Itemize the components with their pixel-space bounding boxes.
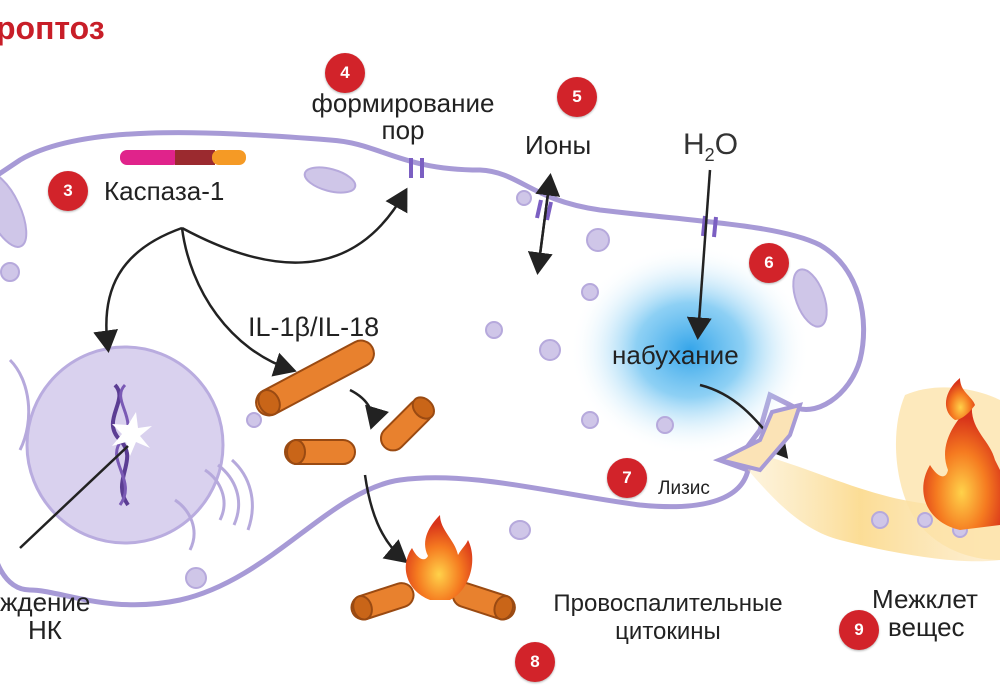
step-badge-6: 6 xyxy=(749,243,789,283)
cytokines xyxy=(255,339,516,621)
rupture-edge xyxy=(714,402,804,473)
ions-arrow-up xyxy=(535,173,561,271)
step-badge-4: 4 xyxy=(325,53,365,93)
cytokines-line1: Провоспалительные xyxy=(553,590,783,617)
extracellular-matter-line1: Межклет xyxy=(872,584,978,614)
pore-formation-label: формирование пор xyxy=(283,90,523,144)
dna-damage-label: ждение НК xyxy=(0,588,90,644)
step-badge-8: 8 xyxy=(515,642,555,682)
pore-formation-line2: пор xyxy=(381,115,425,145)
step-badge-3: 3 xyxy=(48,171,88,211)
dna-damage-line1: ждение xyxy=(0,587,91,617)
extracellular-matter-line2: вещес xyxy=(888,612,965,642)
water-o: O xyxy=(714,128,739,161)
pore-formation-line1: формирование xyxy=(311,88,495,118)
dna-break-burst xyxy=(112,412,152,456)
step-badge-7: 7 xyxy=(607,458,647,498)
cytokines-label: Провоспалительные цитокины xyxy=(508,590,828,646)
water-label: H2O xyxy=(683,128,738,166)
dna-pointer-line xyxy=(19,445,129,549)
membrane-pores xyxy=(409,158,718,238)
page-title: роптоз xyxy=(0,10,105,46)
swelling-glow xyxy=(570,245,810,455)
dna-damage-line2: НК xyxy=(28,615,62,645)
extracellular-matter-label: Межклет вещес xyxy=(872,585,978,641)
fire-icon-small xyxy=(945,378,975,420)
step-badge-5: 5 xyxy=(557,77,597,117)
cytokines-line2: цитокины xyxy=(615,618,721,645)
caspase-1-bar xyxy=(120,150,246,165)
endoplasmic-reticulum xyxy=(8,358,254,551)
fire-icon xyxy=(405,515,473,600)
organelles xyxy=(0,166,968,589)
water-subscript: 2 xyxy=(704,145,715,165)
water-h: H xyxy=(683,128,705,161)
interleukin-label: IL-1β/IL-18 xyxy=(248,312,380,342)
ions-label: Ионы xyxy=(525,130,592,160)
caspase-label: Каспаза-1 xyxy=(104,176,225,206)
lysis-label: Лизис xyxy=(658,478,710,499)
fire-icon-large xyxy=(923,405,1000,530)
swelling-label: набухание xyxy=(612,340,739,370)
step-badge-9: 9 xyxy=(839,610,879,650)
cell-membrane xyxy=(0,130,867,608)
